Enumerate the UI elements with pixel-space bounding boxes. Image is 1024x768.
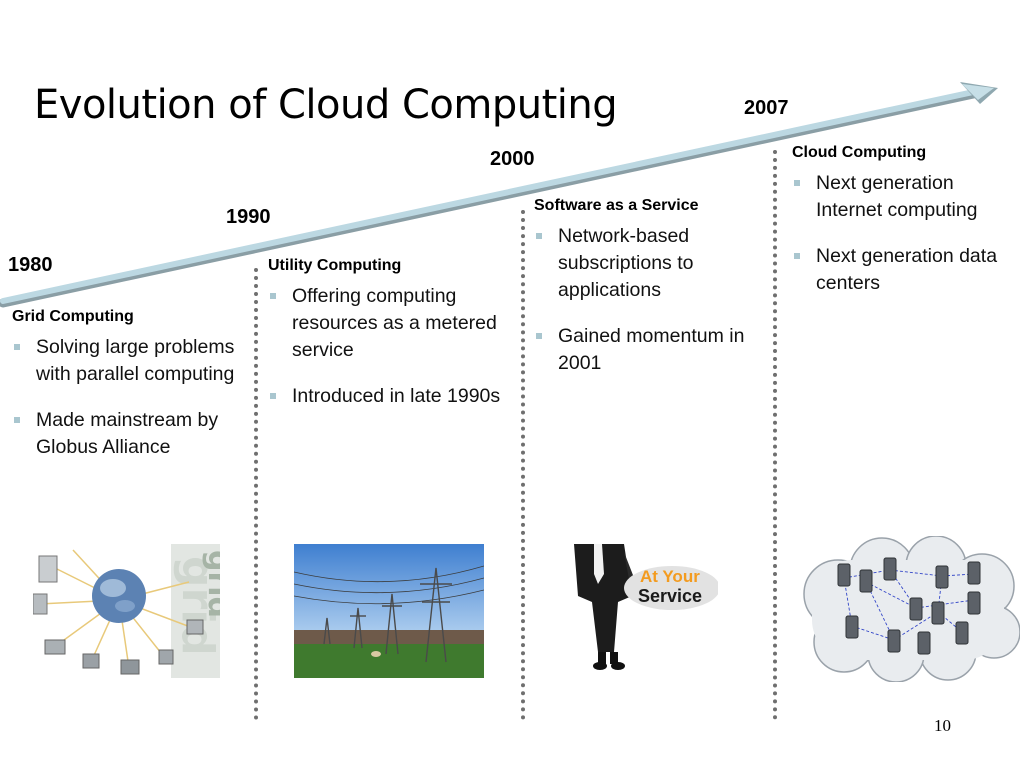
bullet-item: Introduced in late 1990s: [268, 383, 508, 410]
svg-text:grid: grid: [172, 556, 220, 656]
column-software-as-a-service: Software as a Service Network-based subs…: [534, 197, 770, 396]
at-your-service-photo: At Your Service: [568, 544, 718, 676]
column-heading: Grid Computing: [12, 308, 134, 325]
year-2007: 2007: [744, 97, 789, 119]
column-heading: Software as a Service: [534, 197, 699, 214]
square-bullet-icon: [270, 293, 276, 299]
bullet-item: Next generation data centers: [792, 243, 1022, 297]
bullet-item: Solving large problems with parallel com…: [12, 334, 257, 388]
column-heading: Cloud Computing: [792, 144, 927, 161]
bullet-list: Next generation Internet computing Next …: [792, 170, 1022, 297]
bullet-item: Network-based subscriptions to applicati…: [534, 223, 770, 304]
bullet-item: Next generation Internet computing: [792, 170, 1022, 224]
column-utility-computing: Utility Computing Offering computing res…: [268, 257, 508, 429]
bullet-item: Offering computing resources as a metere…: [268, 283, 508, 364]
slide-title: Evolution of Cloud Computing: [34, 82, 618, 128]
column-grid-computing: Grid Computing Solving large problems wi…: [12, 308, 257, 480]
divider-2: [521, 210, 525, 720]
bullet-list: Offering computing resources as a metere…: [268, 283, 508, 410]
svg-text:grid: grid: [201, 550, 220, 618]
column-cloud-computing: Cloud Computing Next generation Internet…: [792, 144, 1022, 316]
service-text-line2: Service: [638, 586, 702, 606]
bullet-item: Made mainstream by Globus Alliance: [12, 407, 257, 461]
service-text-line1: At Your: [640, 567, 700, 586]
year-1980: 1980: [8, 254, 53, 276]
page-number: 10: [934, 716, 951, 735]
bullet-item: Gained momentum in 2001: [534, 323, 770, 377]
square-bullet-icon: [536, 333, 542, 339]
bullet-list: Solving large problems with parallel com…: [12, 334, 257, 461]
square-bullet-icon: [794, 253, 800, 259]
square-bullet-icon: [14, 417, 20, 423]
power-lines-photo: [294, 544, 484, 678]
square-bullet-icon: [14, 344, 20, 350]
divider-1: [254, 268, 258, 720]
divider-3: [773, 150, 777, 720]
square-bullet-icon: [536, 233, 542, 239]
grid-network-icon: grid grid: [33, 544, 220, 678]
year-1990: 1990: [226, 206, 271, 228]
square-bullet-icon: [270, 393, 276, 399]
server-cloud-icon: [798, 536, 1020, 682]
year-2000: 2000: [490, 148, 535, 170]
bullet-list: Network-based subscriptions to applicati…: [534, 223, 770, 377]
column-heading: Utility Computing: [268, 257, 402, 274]
square-bullet-icon: [794, 180, 800, 186]
